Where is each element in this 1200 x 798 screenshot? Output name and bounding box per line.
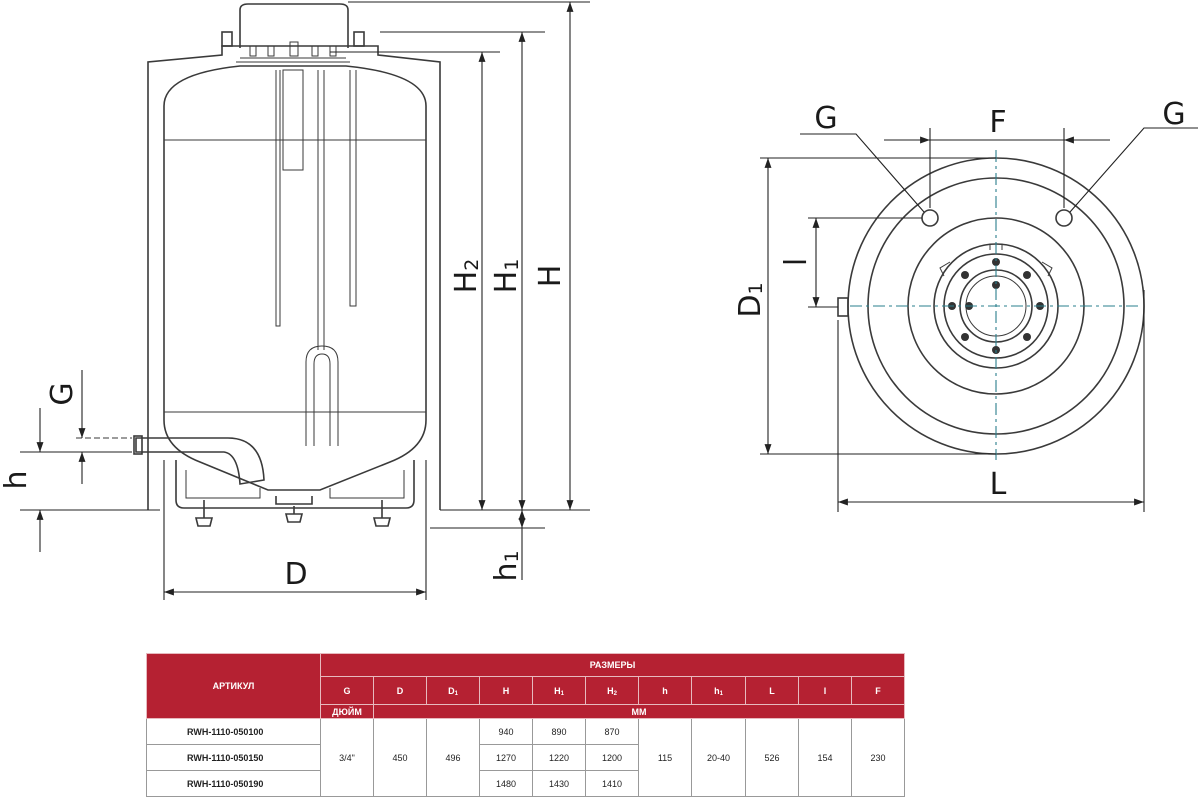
- cap-bolts: [249, 41, 337, 57]
- technical-drawing: G h D H2 H1 H h1: [0, 1, 1198, 600]
- label-d-side: D: [284, 557, 307, 592]
- article-cell: RWH-1110-050100: [146, 718, 321, 745]
- column-header: l: [798, 676, 852, 705]
- label-l-small: l: [779, 258, 814, 266]
- column-header: G: [320, 676, 374, 705]
- table-row: RWH-1110-050100 3/4" 450 496 940 890 870…: [146, 718, 906, 797]
- label-g-right: G: [1162, 97, 1185, 132]
- column-header: F: [850, 676, 906, 705]
- cell-h1: 1220: [532, 744, 586, 771]
- article-header: АРТИКУЛ: [146, 653, 321, 719]
- label-d1: D1: [733, 282, 768, 317]
- sizes-header: РАЗМЕРЫ: [319, 653, 906, 677]
- label-h1-small: h1: [489, 550, 524, 581]
- label-g-left: G: [814, 101, 837, 136]
- cell-h-total: 1270: [479, 744, 533, 771]
- cell-l-large: 526: [745, 718, 799, 797]
- svg-text:H2: H2: [449, 259, 484, 294]
- article-cell: RWH-1110-050190: [146, 770, 321, 797]
- cell-h-total: 1480: [479, 770, 533, 797]
- column-header: H1: [532, 676, 586, 705]
- cell-h: 115: [638, 718, 692, 797]
- label-h-side: h: [0, 470, 34, 489]
- flange-bolts: [948, 258, 1044, 354]
- cell-h1: 1430: [532, 770, 586, 797]
- cell-g: 3/4": [320, 718, 374, 797]
- cell-d1: 496: [426, 718, 480, 797]
- column-header: h1: [691, 676, 746, 705]
- cell-d: 450: [373, 718, 427, 797]
- cell-h2: 1200: [585, 744, 639, 771]
- column-header: h: [638, 676, 692, 705]
- side-view: [20, 1, 590, 600]
- svg-text:h1: h1: [489, 550, 524, 581]
- unit-inch: ДЮЙМ: [320, 704, 374, 719]
- svg-text:H1: H1: [489, 259, 524, 294]
- cell-l-small: 154: [798, 718, 852, 797]
- article-cell: RWH-1110-050150: [146, 744, 321, 771]
- label-h2: H2: [449, 259, 484, 294]
- label-g-side: G: [45, 382, 80, 405]
- label-h-total: H: [533, 265, 568, 288]
- cell-h-total: 940: [479, 718, 533, 745]
- column-header: D1: [426, 676, 480, 705]
- cell-h2: 1410: [585, 770, 639, 797]
- feet: [194, 500, 392, 527]
- column-header: D: [373, 676, 427, 705]
- cell-h2: 870: [585, 718, 639, 745]
- label-l-large: L: [990, 467, 1007, 502]
- cell-h1-small: 20-40: [691, 718, 746, 797]
- top-view: [760, 127, 1198, 512]
- table-row: RWH-1110-050190 1480 1430 1410: [146, 770, 905, 797]
- column-header: L: [745, 676, 799, 705]
- cell-f: 230: [850, 718, 906, 797]
- label-f: F: [989, 105, 1006, 140]
- unit-mm: ММ: [372, 704, 906, 719]
- label-h1: H1: [489, 259, 524, 294]
- column-header: H: [479, 676, 533, 705]
- column-header: H2: [585, 676, 639, 705]
- cell-h1: 890: [532, 718, 586, 745]
- svg-text:D1: D1: [733, 282, 768, 317]
